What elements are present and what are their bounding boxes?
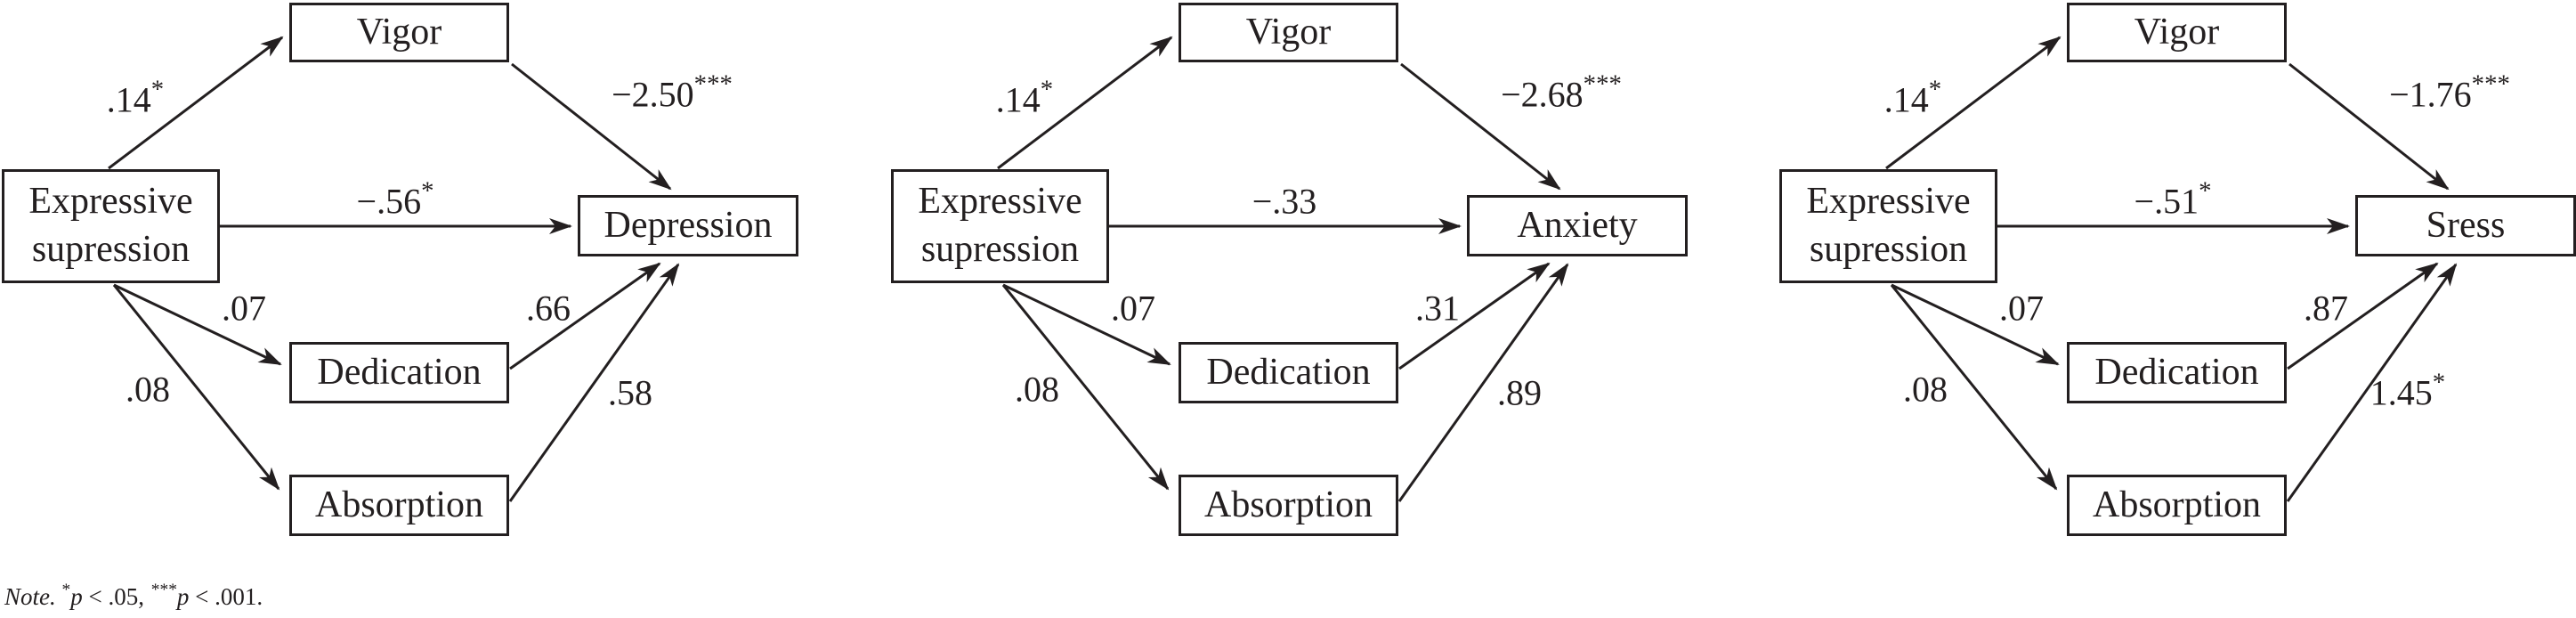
coef-dedication-outcome: .87 <box>2304 288 2348 329</box>
coef-vigor-outcome: −2.50*** <box>612 69 733 115</box>
coef-dedication-outcome: .66 <box>526 288 571 329</box>
node-dedication: Dedication <box>2067 342 2287 403</box>
note-star-p05: * <box>61 581 71 600</box>
coef-vigor-outcome: −2.68*** <box>1501 69 1622 115</box>
arrow-dedication-outcome <box>1398 262 1551 370</box>
node-absorption: Absorption <box>289 475 509 536</box>
coef-pred-dedication: .07 <box>222 288 266 329</box>
coef-direct: −.51* <box>2134 176 2212 222</box>
figure-note: Note.*p < .05,***p < .001. <box>4 581 263 610</box>
arrows-layer <box>997 36 1569 502</box>
arrow-vigor-outcome <box>2288 62 2450 191</box>
coef-pred-vigor: .14* <box>106 75 165 120</box>
coef-absorption-outcome: 1.45* <box>2369 368 2446 413</box>
arrow-absorption-outcome <box>1397 263 1569 502</box>
note-star-p001: *** <box>150 581 177 600</box>
arrows-layer <box>108 36 680 502</box>
coef-absorption-outcome: .58 <box>608 372 652 413</box>
node-expressive-supression: Expressive supression <box>891 169 1109 283</box>
arrow-pred-absorption <box>112 284 280 491</box>
coef-direct: −.56* <box>356 176 434 222</box>
node-absorption: Absorption <box>2067 475 2287 536</box>
node-depression: Depression <box>578 195 798 256</box>
arrow-pred-vigor <box>1885 36 2062 170</box>
node-expressive-supression: Expressive supression <box>1779 169 1997 283</box>
arrow-absorption-outcome <box>508 263 680 502</box>
node-vigor: Vigor <box>289 3 509 62</box>
arrow-absorption-outcome <box>2286 263 2458 502</box>
coef-absorption-outcome: .89 <box>1497 372 1542 413</box>
arrow-pred-vigor <box>997 36 1173 170</box>
arrow-vigor-outcome <box>511 62 672 191</box>
arrow-pred-vigor <box>108 36 284 170</box>
coef-pred-dedication: .07 <box>1999 288 2044 329</box>
panel-stress: Expressive supression Vigor Sress Dedica… <box>1778 0 2576 618</box>
node-dedication: Dedication <box>289 342 509 403</box>
node-expressive-supression: Expressive supression <box>2 169 220 283</box>
arrow-pred-absorption <box>1001 284 1170 491</box>
arrow-pred-dedication <box>1002 283 1171 366</box>
coef-pred-absorption: .08 <box>126 369 170 410</box>
coef-pred-absorption: .08 <box>1903 369 1948 410</box>
arrow-pred-dedication <box>113 283 282 366</box>
node-absorption: Absorption <box>1179 475 1398 536</box>
coef-pred-dedication: .07 <box>1111 288 1155 329</box>
node-vigor: Vigor <box>1179 3 1398 62</box>
arrow-pred-dedication <box>1891 283 2060 366</box>
coef-dedication-outcome: .31 <box>1415 288 1460 329</box>
note-label: Note. <box>4 583 56 610</box>
coef-vigor-outcome: −1.76*** <box>2389 69 2510 115</box>
panel-anxiety: Expressive supression Vigor Anxiety Dedi… <box>889 0 1688 618</box>
arrow-dedication-outcome <box>509 262 661 370</box>
arrow-vigor-outcome <box>1400 62 1561 191</box>
coef-pred-vigor: .14* <box>1883 75 1942 120</box>
node-vigor: Vigor <box>2067 3 2287 62</box>
coef-direct: −.33 <box>1252 181 1317 222</box>
arrows-layer <box>1885 36 2458 502</box>
arrow-dedication-outcome <box>2287 262 2439 370</box>
coef-pred-vigor: .14* <box>995 75 1054 120</box>
panel-depression: Expressive supression Vigor Depression D… <box>0 0 798 618</box>
node-dedication: Dedication <box>1179 342 1398 403</box>
coef-pred-absorption: .08 <box>1015 369 1059 410</box>
arrow-pred-absorption <box>1890 284 2058 491</box>
node-stress: Sress <box>2355 195 2576 256</box>
node-anxiety: Anxiety <box>1467 195 1688 256</box>
